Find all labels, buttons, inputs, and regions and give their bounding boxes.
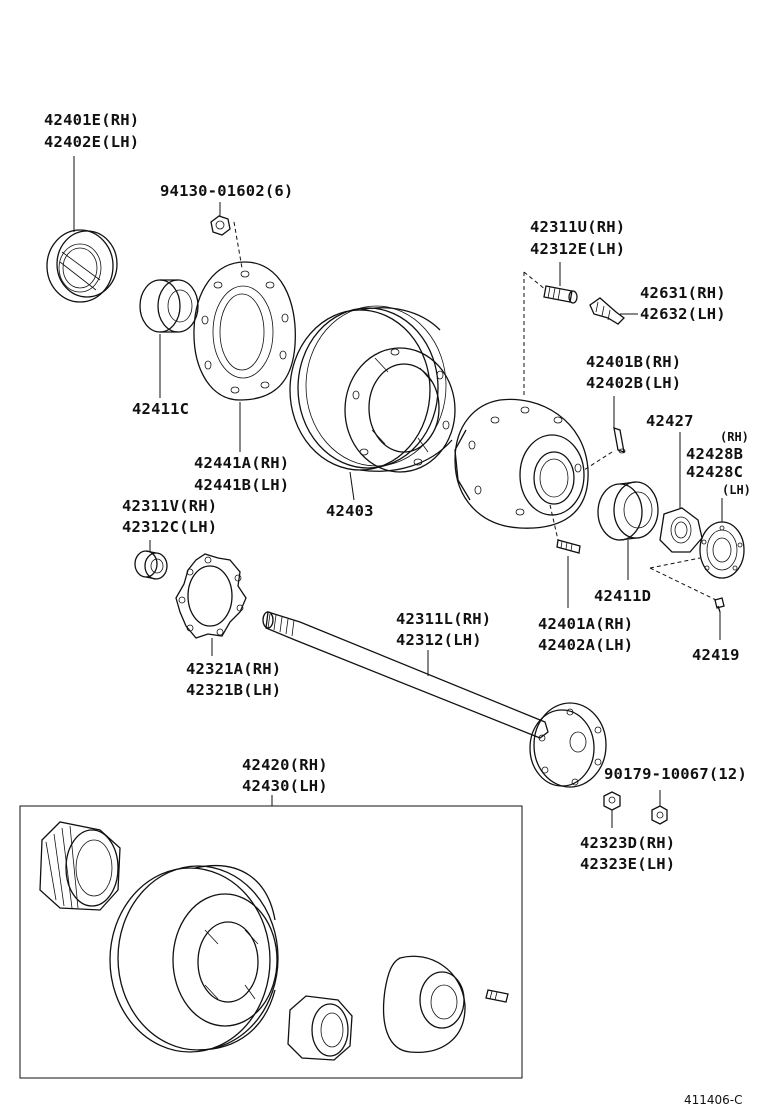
label-drum: 42403 bbox=[326, 502, 374, 520]
label-gasket-lh: 42441B(LH) bbox=[194, 476, 289, 494]
label-hub-assy-rh: 42420(RH) bbox=[242, 756, 328, 774]
label-hub-stud-rh: 42401A(RH) bbox=[538, 615, 633, 633]
label-pin-rh: 42401B(RH) bbox=[586, 353, 681, 371]
star-gasket-part[interactable] bbox=[175, 553, 247, 639]
label-axle-shaft-lh: 42312(LH) bbox=[396, 631, 482, 649]
reference-code: 411406-C bbox=[684, 1093, 743, 1107]
label-wheel-nut-rh: 42323D(RH) bbox=[580, 834, 675, 852]
wheel-nut-part[interactable] bbox=[603, 791, 621, 811]
label-washer: 42427 bbox=[646, 412, 694, 430]
label-hub-assy-lh: 42430(LH) bbox=[242, 777, 328, 795]
label-bearing-outer: 42411C bbox=[132, 400, 189, 418]
pin-part[interactable] bbox=[613, 427, 626, 454]
assy-bearing-small-part[interactable] bbox=[287, 995, 353, 1061]
label-gasket-rh: 42441A(RH) bbox=[194, 454, 289, 472]
cap-part[interactable] bbox=[699, 521, 745, 579]
axle-hub-part[interactable] bbox=[454, 398, 589, 529]
label-pin-lh: 42402B(LH) bbox=[586, 374, 681, 392]
label-hub-bolt-lh: 42312E(LH) bbox=[530, 240, 625, 258]
label-star-gasket-rh: 42321A(RH) bbox=[186, 660, 281, 678]
label-cap-rh-note: (RH) bbox=[720, 430, 749, 444]
leader-lines bbox=[73, 156, 723, 828]
hub-assembly-box bbox=[19, 805, 523, 1079]
label-wheel-nut-lh: 42323E(LH) bbox=[580, 855, 675, 873]
hub-nut-part[interactable] bbox=[210, 215, 231, 236]
label-seal-outer-lh: 42402E(LH) bbox=[44, 133, 139, 151]
brake-drum-part[interactable] bbox=[289, 305, 456, 473]
assy-drum-part[interactable] bbox=[109, 864, 279, 1053]
label-axle-nut: 90179-10067(12) bbox=[604, 765, 747, 783]
label-cup-rh: 42311V(RH) bbox=[122, 497, 217, 515]
oil-seal-part[interactable] bbox=[46, 229, 118, 303]
hub-stud-part[interactable] bbox=[556, 539, 581, 554]
bearing-outer-part[interactable] bbox=[139, 279, 199, 333]
label-cap-c: 42428C bbox=[686, 463, 743, 481]
label-cup-lh: 42312C(LH) bbox=[122, 518, 217, 536]
label-screw: 42419 bbox=[692, 646, 740, 664]
assy-hub-part[interactable] bbox=[382, 955, 466, 1054]
screw-part[interactable] bbox=[714, 597, 725, 613]
label-star-gasket-lh: 42321B(LH) bbox=[186, 681, 281, 699]
gasket-ring-part[interactable] bbox=[193, 261, 296, 401]
label-cap-lh-note: (LH) bbox=[722, 483, 751, 497]
axle-shaft-part[interactable] bbox=[262, 611, 607, 788]
label-hub-stud-lh: 42402A(LH) bbox=[538, 636, 633, 654]
label-hub-nut: 94130-01602(6) bbox=[160, 182, 293, 200]
washer-part[interactable] bbox=[659, 507, 703, 553]
assy-bolt-part[interactable] bbox=[485, 989, 509, 1003]
label-cap-b: 42428B bbox=[686, 445, 743, 463]
bearing-inner-part[interactable] bbox=[597, 481, 659, 541]
cup-left-part[interactable] bbox=[134, 550, 168, 580]
label-stud-rh: 42631(RH) bbox=[640, 284, 726, 302]
axle-nut-part[interactable] bbox=[651, 805, 668, 825]
label-bearing-inner: 42411D bbox=[594, 587, 651, 605]
stud-right-part[interactable] bbox=[589, 297, 625, 325]
assy-bearing-cone-part[interactable] bbox=[39, 821, 121, 911]
hub-bolt-top-part[interactable] bbox=[543, 285, 578, 304]
label-hub-bolt-rh: 42311U(RH) bbox=[530, 218, 625, 236]
label-stud-lh: 42632(LH) bbox=[640, 305, 726, 323]
part-labels: 42401E(RH) 42402E(LH) 94130-01602(6) 424… bbox=[44, 111, 751, 1107]
label-seal-outer-rh: 42401E(RH) bbox=[44, 111, 139, 129]
label-axle-shaft-rh: 42311L(RH) bbox=[396, 610, 491, 628]
